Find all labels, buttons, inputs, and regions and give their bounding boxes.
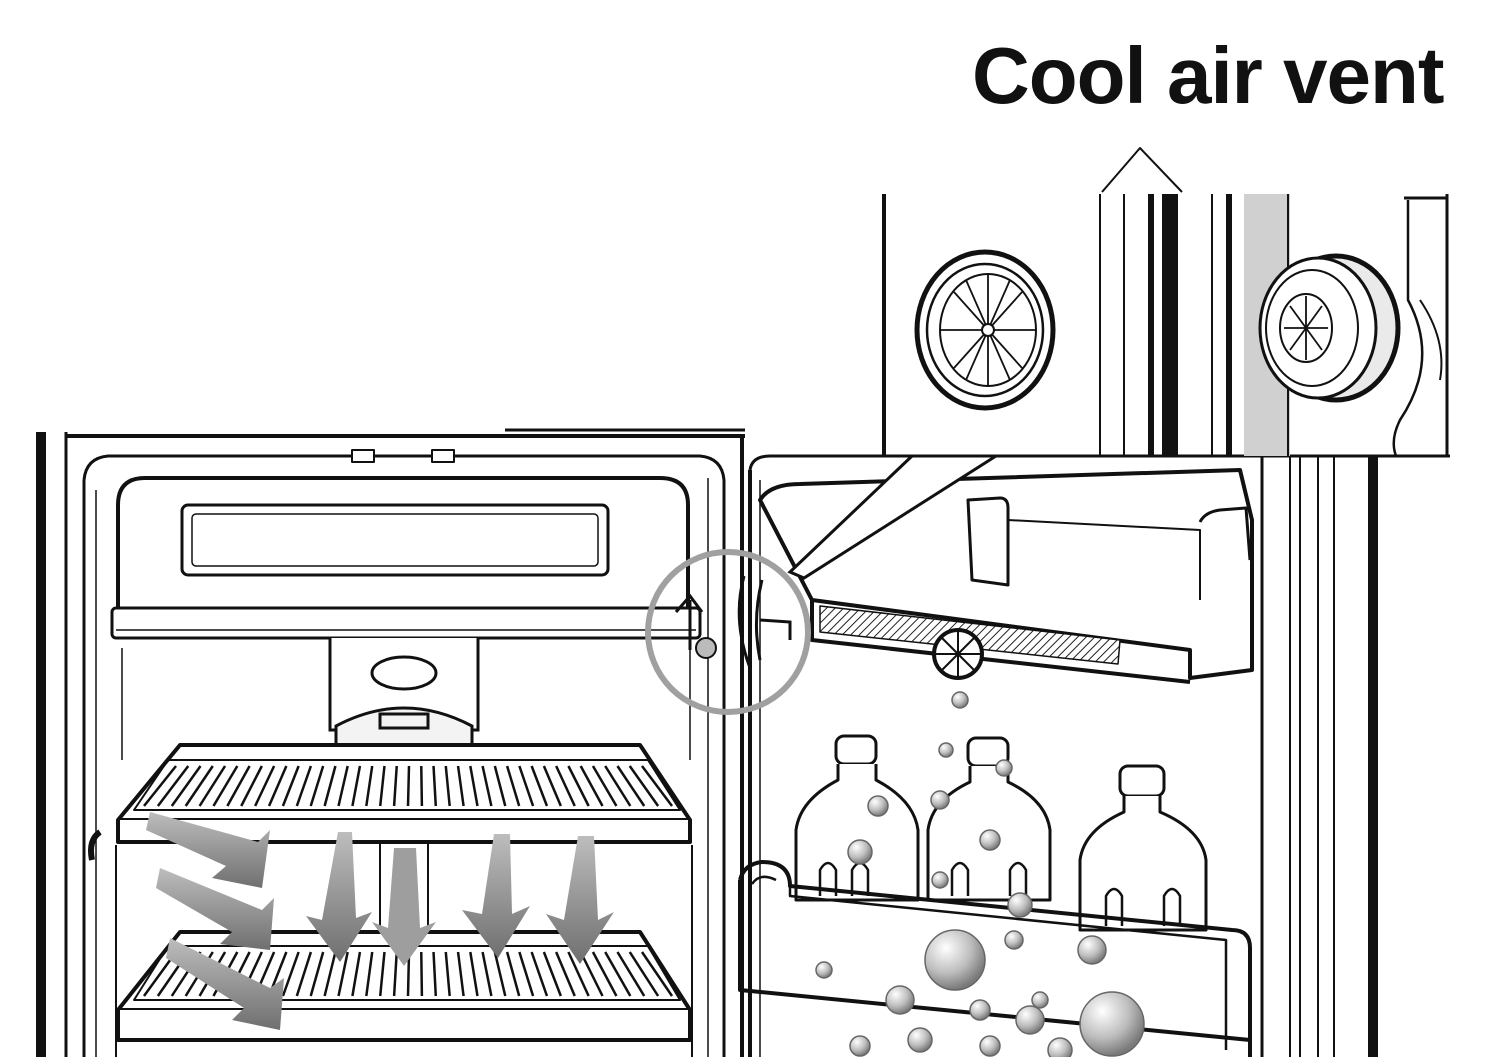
cold-air-bubble-icon (1008, 893, 1032, 917)
cold-air-bubble-icon (952, 692, 968, 708)
cool-air-vent-label: Cool air vent (972, 36, 1444, 116)
cold-air-bubble-icon (1032, 992, 1048, 1008)
bottle (796, 736, 918, 900)
cold-air-bubble-icon (980, 830, 1000, 850)
cold-air-bubble-icon (1005, 931, 1023, 949)
upper-door-bin (760, 470, 1252, 682)
round-vent-grille-icon (917, 252, 1053, 408)
shelf-bar (421, 952, 422, 996)
cold-air-bubble-icon (1048, 1038, 1072, 1057)
control-panel (122, 638, 690, 760)
cold-air-bubble-icon (1016, 1006, 1044, 1034)
top-drawer (112, 478, 700, 638)
cold-air-bubble-icon (996, 760, 1012, 776)
cold-air-bubble-icon (850, 1036, 870, 1056)
round-vent-grille-icon (1260, 256, 1398, 400)
cold-air-bubble-icon (886, 986, 914, 1014)
cold-air-bubble-icon (932, 872, 948, 888)
shelf-bar (408, 766, 409, 806)
zoom-inset (884, 148, 1450, 456)
cold-air-bubble-icon (816, 962, 832, 978)
cold-air-bubble-icon (848, 840, 872, 864)
cold-air-bubble-icon (1078, 936, 1106, 964)
cold-air-bubble-icon (908, 1028, 932, 1052)
cold-air-bubble-icon (1080, 992, 1144, 1056)
cold-air-bubble-icon (931, 791, 949, 809)
cold-air-bubble-icon (868, 796, 888, 816)
cold-air-bubble-icon (925, 930, 985, 990)
cold-air-bubble-icon (980, 1036, 1000, 1056)
shelf-bar (421, 766, 422, 806)
cold-air-bubble-icon (939, 743, 953, 757)
bottle (1080, 766, 1206, 930)
cold-air-bubble-icon (970, 1000, 990, 1020)
